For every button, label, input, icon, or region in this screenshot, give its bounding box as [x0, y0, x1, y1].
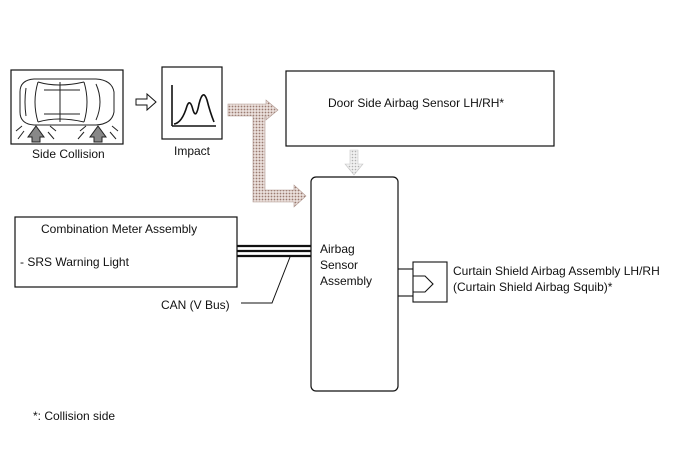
door-side-airbag-sensor-box [285, 70, 555, 147]
footnote: *: Collision side [33, 409, 116, 423]
airbag-sensor-label-line1: Airbag [320, 242, 355, 256]
can-leader-line [241, 256, 291, 304]
impact-box [161, 66, 223, 140]
can-bus-lines [237, 244, 311, 258]
airbag-sensor-assembly-box [310, 176, 399, 392]
squib-connector-icon [398, 261, 448, 303]
combination-meter-label: Combination Meter Assembly [41, 222, 198, 236]
airbag-sensor-label-line2: Sensor [320, 258, 359, 272]
curtain-shield-airbag-label: Curtain Shield Airbag Assembly LH/RH [453, 264, 660, 278]
side-collision-label: Side Collision [32, 147, 105, 161]
srs-warning-light-label: - SRS Warning Light [20, 255, 129, 269]
combination-meter-box [14, 216, 238, 288]
car-top-view-icon [15, 78, 119, 143]
impact-label: Impact [174, 144, 211, 158]
curtain-shield-squib-label: (Curtain Shield Airbag Squib)* [453, 280, 613, 294]
can-bus-label: CAN (V Bus) [161, 298, 230, 312]
signal-arrow-impact [227, 99, 307, 208]
door-side-airbag-sensor-label: Door Side Airbag Sensor LH/RH* [328, 96, 505, 110]
impact-waveform-icon [171, 85, 216, 127]
airbag-sensor-label-line3: Assembly [320, 274, 373, 288]
arrow-collision-to-impact [135, 92, 157, 112]
signal-arrow-door-to-airbag [344, 149, 364, 176]
